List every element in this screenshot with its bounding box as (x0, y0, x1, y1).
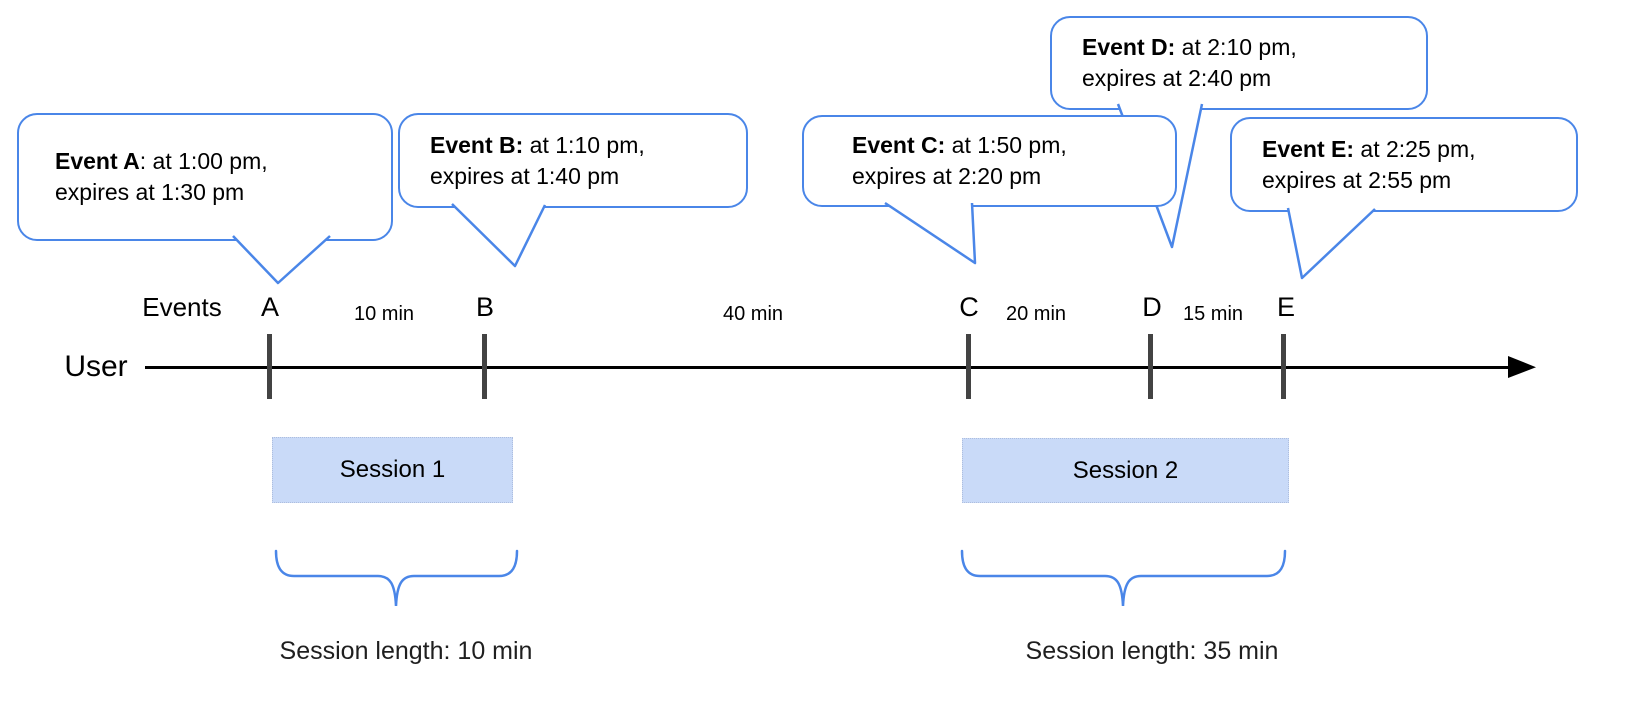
event-mark-a: A (260, 292, 280, 322)
timeline-axis (145, 366, 1512, 369)
interval-d-e: 15 min (1182, 303, 1244, 325)
bubble-event-c-line2: expires at 2:20 pm (852, 163, 1042, 189)
bubble-event-e-line2: expires at 2:55 pm (1262, 166, 1452, 193)
bubble-c-tail-icon (884, 201, 977, 265)
event-mark-d: D (1142, 292, 1162, 322)
events-label: Events (142, 292, 222, 322)
timeline-arrowhead-icon (1508, 356, 1536, 378)
session-2-box: Session 2 (962, 438, 1289, 503)
tick-event-a (267, 334, 272, 399)
bubble-event-b-line2: expires at 1:40 pm (430, 162, 620, 189)
bubble-event-d-line2: expires at 2:40 pm (1082, 65, 1272, 91)
session-2-length-label: Session length: 35 min (1025, 637, 1279, 665)
bubble-b-tail-icon (451, 203, 547, 268)
session-2-label: Session 2 (1072, 456, 1179, 484)
bubble-event-a: Event A: at 1:00 pm, expires at 1:30 pm (17, 113, 393, 241)
interval-a-b: 10 min (353, 303, 415, 325)
bubble-event-e: Event E: at 2:25 pm, expires at 2:55 pm (1230, 117, 1578, 212)
bubble-event-a-line1: Event A: at 1:00 pm, (55, 148, 268, 174)
tick-event-b (482, 334, 487, 399)
event-mark-e: E (1276, 292, 1296, 322)
tick-event-d (1148, 334, 1153, 399)
event-mark-b: B (475, 292, 495, 322)
tick-event-c (966, 334, 971, 399)
event-mark-c: C (959, 292, 979, 322)
session-1-brace-icon (274, 549, 519, 607)
bubble-event-c: Event C: at 1:50 pm, expires at 2:20 pm (802, 115, 1177, 207)
interval-b-c: 40 min (722, 303, 784, 325)
bubble-event-a-line2: expires at 1:30 pm (55, 179, 245, 205)
interval-c-d: 20 min (1005, 303, 1067, 325)
bubble-event-b: Event B: at 1:10 pm, expires at 1:40 pm (398, 113, 748, 208)
bubble-event-d: Event D: at 2:10 pm, expires at 2:40 pm (1050, 16, 1428, 110)
bubble-e-tail-icon (1286, 207, 1376, 280)
session-1-length-label: Session length: 10 min (279, 637, 533, 665)
session-2-brace-icon (960, 549, 1287, 607)
bubble-a-tail-icon (232, 235, 331, 285)
bubble-event-d-line1: Event D: at 2:10 pm, (1082, 34, 1297, 60)
bubble-event-b-line1: Event B: at 1:10 pm, (430, 131, 645, 158)
user-label: User (64, 350, 128, 383)
session-1-box: Session 1 (272, 437, 513, 503)
bubble-event-e-line1: Event E: at 2:25 pm, (1262, 135, 1476, 162)
bubble-event-c-line1: Event C: at 1:50 pm, (852, 132, 1067, 158)
tick-event-e (1281, 334, 1286, 399)
session-1-label: Session 1 (339, 456, 446, 483)
